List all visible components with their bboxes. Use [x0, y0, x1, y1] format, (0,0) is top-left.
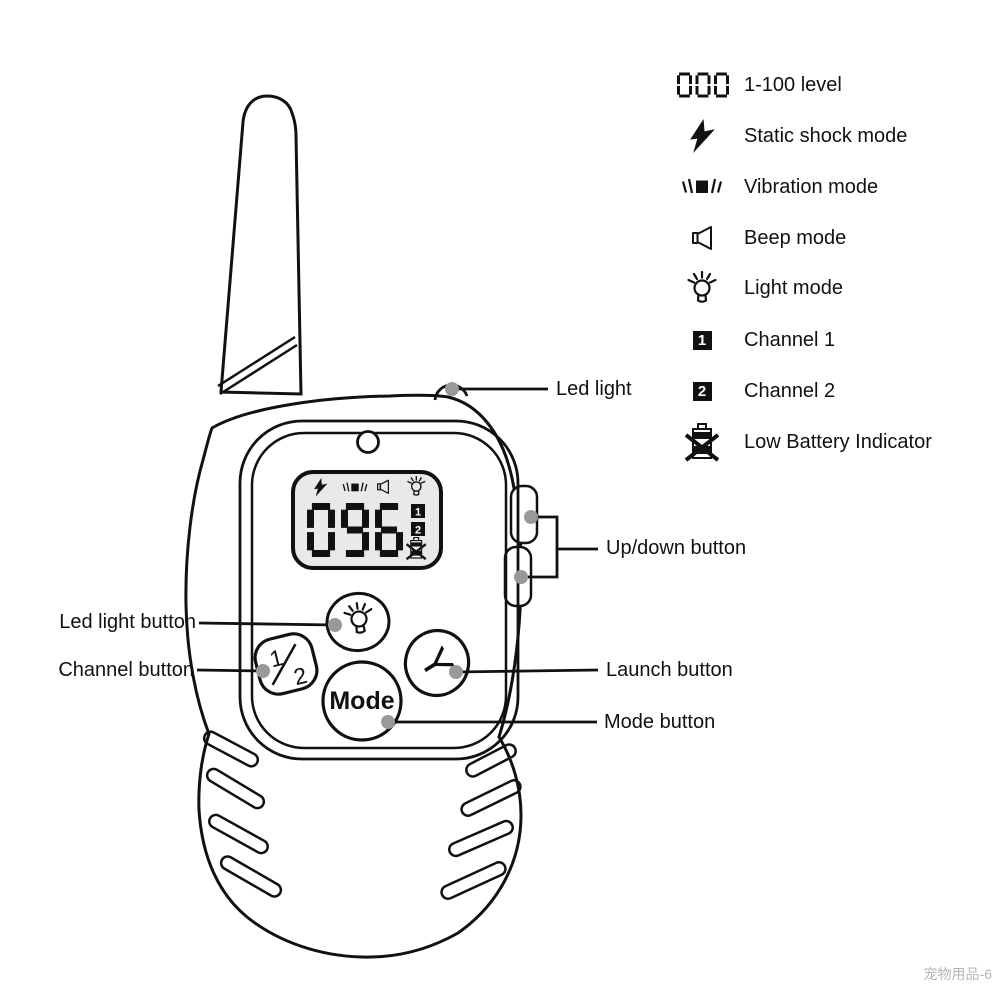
callout-lines [196, 387, 599, 724]
svg-text:2: 2 [291, 662, 310, 690]
lcd-digits [307, 503, 403, 557]
svg-text:2: 2 [415, 525, 421, 537]
svg-text:1: 1 [267, 644, 286, 672]
callout-dots [256, 382, 538, 729]
led-light-button[interactable] [323, 589, 392, 654]
label-led-light: Led light [556, 378, 632, 400]
label-launch-button: Launch button [606, 659, 733, 681]
antenna-stripe [217, 335, 298, 396]
channel-button[interactable]: 1 2 [251, 630, 321, 698]
grip-ridges [202, 730, 522, 900]
antenna [219, 94, 303, 396]
label-up-down-button: Up/down button [606, 537, 747, 559]
svg-text:1: 1 [415, 507, 421, 519]
face-plate-inner [250, 431, 508, 750]
label-led-light-button: Led light button [59, 611, 196, 633]
launch-button[interactable]: Y [399, 624, 476, 702]
watermark: 宠物用品-6 [923, 966, 992, 982]
lcd-channel-1-badge: 1 [411, 504, 425, 519]
face-plate-outer [238, 419, 520, 761]
label-channel-button: Channel button [58, 659, 194, 681]
lcd-channel-2-badge: 2 [411, 522, 425, 537]
svg-text:Mode: Mode [329, 687, 394, 715]
label-mode-button: Mode button [604, 711, 716, 733]
face-screw [356, 430, 380, 454]
